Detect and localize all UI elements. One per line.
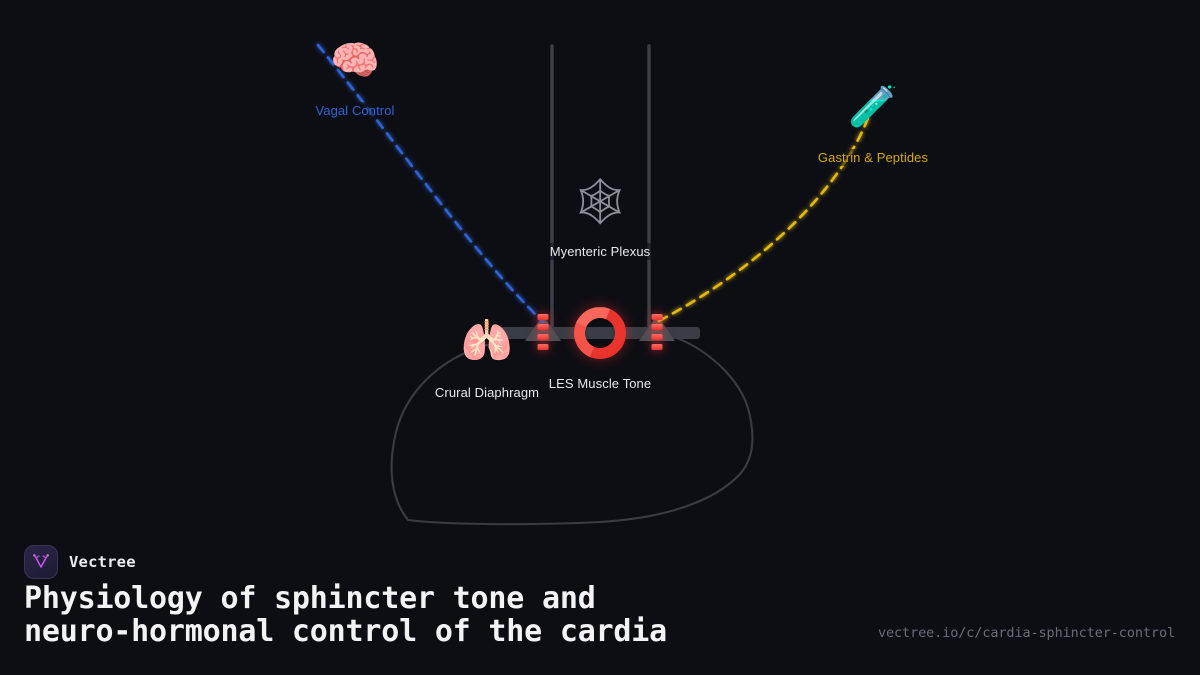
page-title: Physiology of sphincter tone and neuro-h… — [24, 581, 668, 649]
label-vagal-control: Vagal Control — [310, 102, 400, 119]
tone-segment — [651, 324, 663, 330]
footer-url: vectree.io/c/cardia-sphincter-control — [877, 625, 1175, 641]
test-tube-icon[interactable]: 🧪 — [848, 84, 898, 130]
tone-segment — [537, 324, 549, 330]
vectree-logo-glyph — [33, 554, 49, 568]
tone-segment — [537, 314, 549, 320]
brand-row: Vectree — [24, 545, 136, 579]
brand-name: Vectree — [69, 553, 136, 571]
tone-marker-right[interactable] — [651, 314, 663, 350]
brain-icon[interactable]: 🧠 — [330, 38, 380, 84]
tone-segment — [537, 334, 549, 340]
lungs-icon[interactable]: 🫁 — [460, 316, 514, 365]
label-myenteric-plexus: Myenteric Plexus — [544, 243, 656, 260]
spider-web-icon[interactable]: 🕸 — [570, 174, 630, 228]
tone-segment — [651, 344, 663, 350]
diagram-vector-layer — [316, 43, 870, 526]
connector-vagal-control — [316, 43, 545, 324]
label-crural-diaphragm: Crural Diaphragm — [429, 384, 545, 401]
connector-gastrin-peptides — [655, 116, 870, 324]
tone-segment — [651, 314, 663, 320]
tone-segment — [651, 334, 663, 340]
anatomy-diagram: 🧠 Vagal Control 🧪 Gastrin & Peptides 🕸 M… — [0, 0, 1200, 540]
footer-bar: Vectree Physiology of sphincter tone and… — [0, 540, 1200, 675]
label-gastrin-peptides: Gastrin & Peptides — [812, 149, 934, 166]
stomach-outline — [390, 328, 754, 526]
tone-segment — [537, 344, 549, 350]
les-ring-icon[interactable] — [574, 307, 626, 359]
vectree-logo-icon — [24, 545, 58, 579]
label-les-muscle-tone: LES Muscle Tone — [543, 375, 657, 392]
tone-marker-left[interactable] — [537, 314, 549, 350]
